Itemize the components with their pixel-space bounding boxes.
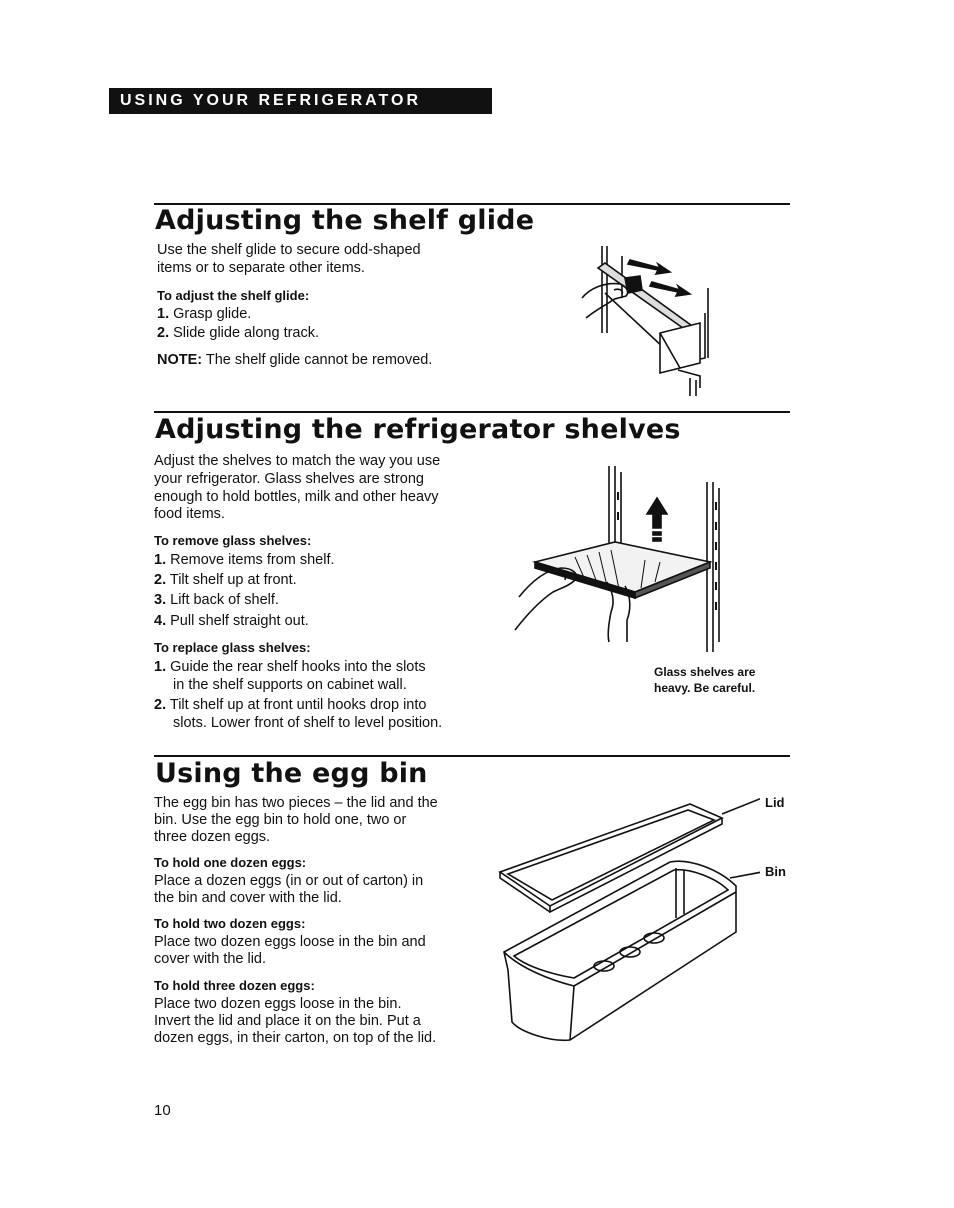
- remove-step-1: 1. Remove items from shelf.: [154, 552, 335, 570]
- replace-shelves-subheading: To replace glass shelves:: [154, 640, 311, 655]
- shelves-intro-line-3: enough to hold bottles, milk and other h…: [154, 489, 439, 505]
- step-text: Guide the rear shelf hooks into the slot…: [170, 659, 426, 675]
- two-dozen-line-2: cover with the lid.: [154, 951, 267, 967]
- shelves-intro-line-2: your refrigerator. Glass shelves are str…: [154, 471, 424, 487]
- step-number: 4.: [154, 613, 167, 629]
- step-text: Lift back of shelf.: [170, 592, 279, 608]
- shelf-glide-intro-line-1: Use the shelf glide to secure odd-shaped: [157, 242, 421, 258]
- one-dozen-line-1: Place a dozen eggs (in or out of carton)…: [154, 873, 424, 889]
- three-dozen-subheading: To hold three dozen eggs:: [154, 978, 315, 993]
- shelf-glide-step-2: 2. Slide glide along track.: [157, 325, 319, 343]
- egg-bin-intro-line-3: three dozen eggs.: [154, 829, 271, 845]
- remove-step-3: 3. Lift back of shelf.: [154, 592, 279, 610]
- replace-step-2: 2. Tilt shelf up at front until hooks dr…: [154, 697, 426, 715]
- step-number: 2.: [157, 325, 170, 341]
- heading-shelf-glide: Adjusting the shelf glide: [155, 205, 535, 236]
- step-text: Grasp glide.: [173, 306, 252, 322]
- shelf-glide-subheading: To adjust the shelf glide:: [157, 288, 310, 303]
- replace-step-1: 1. Guide the rear shelf hooks into the s…: [154, 659, 426, 677]
- one-dozen-line-2: the bin and cover with the lid.: [154, 890, 342, 906]
- egg-bin-intro-line-2: bin. Use the egg bin to hold one, two or: [154, 812, 407, 828]
- remove-step-2: 2. Tilt shelf up at front.: [154, 572, 297, 590]
- step-text: Tilt shelf up at front.: [169, 572, 297, 588]
- shelves-intro-line-4: food items.: [154, 506, 225, 522]
- step-number: 2.: [154, 572, 167, 588]
- egg-bin-intro-line-1: The egg bin has two pieces – the lid and…: [154, 795, 438, 811]
- replace-step-1-line-2: in the shelf supports on cabinet wall.: [173, 677, 407, 693]
- step-number: 1.: [154, 659, 167, 675]
- shelf-glide-intro-line-2: items or to separate other items.: [157, 260, 365, 276]
- section-rule-shelves: [154, 411, 790, 413]
- two-dozen-line-1: Place two dozen eggs loose in the bin an…: [154, 934, 426, 950]
- note-label: NOTE:: [157, 352, 203, 368]
- three-dozen-line-3: dozen eggs, in their carton, on top of t…: [154, 1030, 437, 1046]
- page-number: 10: [154, 1102, 171, 1119]
- shelf-glide-step-1: 1. Grasp glide.: [157, 306, 251, 324]
- step-text: Pull shelf straight out.: [170, 613, 309, 629]
- step-number: 1.: [154, 552, 167, 568]
- step-text: Remove items from shelf.: [170, 552, 335, 568]
- lid-label: Lid: [765, 795, 785, 810]
- step-text: Tilt shelf up at front until hooks drop …: [169, 697, 427, 713]
- replace-step-2-line-2: slots. Lower front of shelf to level pos…: [173, 715, 443, 731]
- step-text: Slide glide along track.: [173, 325, 320, 341]
- heading-egg-bin: Using the egg bin: [155, 758, 428, 789]
- shelf-glide-illustration: [560, 238, 720, 403]
- shelf-glide-note: NOTE: The shelf glide cannot be removed.: [157, 352, 432, 370]
- three-dozen-line-1: Place two dozen eggs loose in the bin.: [154, 996, 402, 1012]
- shelves-caption-line-2: heavy. Be careful.: [654, 681, 756, 695]
- one-dozen-subheading: To hold one dozen eggs:: [154, 855, 307, 870]
- step-number: 2.: [154, 697, 167, 713]
- remove-step-4: 4. Pull shelf straight out.: [154, 613, 309, 631]
- step-number: 1.: [157, 306, 170, 322]
- step-number: 3.: [154, 592, 167, 608]
- bin-label: Bin: [765, 864, 786, 879]
- egg-bin-illustration: [490, 790, 760, 1050]
- three-dozen-line-2: Invert the lid and place it on the bin. …: [154, 1013, 421, 1029]
- two-dozen-subheading: To hold two dozen eggs:: [154, 916, 306, 931]
- section-rule-shelf-glide: [154, 203, 790, 205]
- shelf-removal-illustration: [495, 462, 735, 662]
- shelves-caption-line-1: Glass shelves are: [654, 665, 756, 679]
- shelves-intro-line-1: Adjust the shelves to match the way you …: [154, 453, 441, 469]
- section-rule-egg-bin: [154, 755, 790, 757]
- note-text: The shelf glide cannot be removed.: [205, 352, 433, 368]
- heading-refrigerator-shelves: Adjusting the refrigerator shelves: [155, 414, 681, 445]
- remove-shelves-subheading: To remove glass shelves:: [154, 533, 312, 548]
- section-banner: USING YOUR REFRIGERATOR: [109, 88, 492, 114]
